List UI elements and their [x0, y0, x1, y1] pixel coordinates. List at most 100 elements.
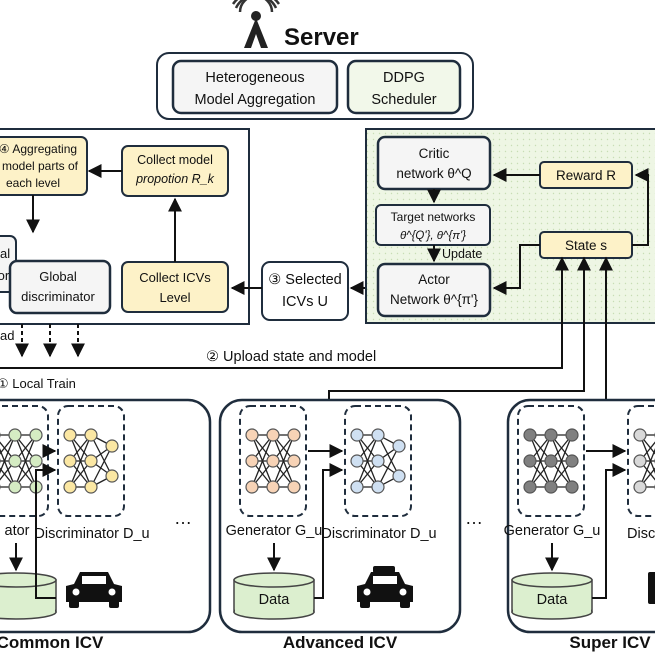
- generator-label: Generator G_u: [226, 523, 323, 539]
- network-node: [105, 439, 119, 453]
- network-node: [8, 480, 22, 494]
- discriminator-label: Discr: [627, 526, 655, 542]
- network-node: [245, 428, 259, 442]
- model-aggregation-line2: Model Aggregation: [195, 92, 316, 108]
- state-label: State s: [565, 238, 607, 253]
- taxi-icon: [357, 566, 413, 608]
- upload-connections: ② Upload state and model ① Local Train: [0, 256, 613, 404]
- aggregation-panel: ④ Aggregating model parts of each level …: [0, 128, 250, 358]
- discriminator-network: [344, 405, 412, 517]
- network-node: [371, 480, 385, 494]
- collect-proportion-line2: propotion R_k: [135, 172, 215, 186]
- network-node: [633, 428, 647, 442]
- update-label: Update: [442, 247, 482, 261]
- upload-line-common: [0, 256, 569, 369]
- icv-card-3: Generator G_uDiscrDataSuper ICV: [504, 398, 655, 652]
- network-node: [84, 428, 98, 442]
- actor-line1: Actor: [418, 272, 450, 287]
- discriminator-network: [627, 405, 655, 517]
- global-discriminator-line2: discriminator: [21, 289, 95, 304]
- network-node: [565, 454, 579, 468]
- generator-label: ator: [5, 523, 30, 539]
- network-node: [350, 480, 364, 494]
- network-node: [565, 480, 579, 494]
- generator-network: [517, 405, 585, 517]
- ellipsis-2: …: [465, 508, 483, 528]
- global-discriminator-line1: Global: [39, 269, 77, 284]
- network-node: [392, 469, 406, 483]
- network-node: [287, 428, 301, 442]
- discriminator-label: Discriminator D_u: [34, 526, 149, 542]
- arrow-data-to-disc: [35, 463, 57, 599]
- network-node: [29, 454, 43, 468]
- upload-label: ② Upload state and model: [206, 349, 376, 365]
- network-node: [8, 428, 22, 442]
- selected-icvs-box: [261, 261, 349, 321]
- actor-line2: Network θ^{π'}: [390, 292, 479, 307]
- model-aggregation-box: [171, 59, 339, 115]
- global-discriminator-box: [8, 259, 112, 315]
- upload-line-advanced: [328, 256, 591, 404]
- network-node: [63, 428, 77, 442]
- network-node: [84, 480, 98, 494]
- icv-label: Advanced ICV: [283, 633, 398, 652]
- network-node: [63, 480, 77, 494]
- generator-network: [239, 405, 307, 517]
- collect-icvs-line2: Level: [159, 290, 190, 305]
- car-icon: [66, 572, 122, 608]
- collect-icvs-line1: Collect ICVs: [139, 270, 211, 285]
- discriminator-label: Discriminator D_u: [321, 526, 436, 542]
- network-node: [105, 469, 119, 483]
- selected-line1: ③ Selected: [268, 272, 341, 288]
- network-node: [245, 480, 259, 494]
- selected-icvs: ③ Selected ICVs U: [230, 261, 378, 321]
- selected-line2: ICVs U: [282, 294, 328, 310]
- ddpg-line1: DDPG: [383, 70, 425, 86]
- target-line2: θ^{Q'}, θ^{π'}: [400, 230, 466, 242]
- aggregating-line2: model parts of: [2, 159, 79, 173]
- network-node: [392, 439, 406, 453]
- generator-network: [0, 405, 49, 517]
- network-node: [523, 428, 537, 442]
- network-node: [544, 480, 558, 494]
- global-generator-line2: tor: [0, 268, 10, 283]
- server-title: Server: [284, 24, 359, 51]
- arrow-state-to-reward: [632, 168, 649, 246]
- network-node: [350, 454, 364, 468]
- network-node: [523, 454, 537, 468]
- network-node: [245, 454, 259, 468]
- critic-line2: network θ^Q: [396, 166, 471, 181]
- actor-box: [376, 262, 492, 318]
- discriminator-network: [57, 405, 125, 517]
- network-node: [84, 454, 98, 468]
- critic-line1: Critic: [419, 146, 450, 161]
- target-line1: Target networks: [391, 210, 476, 224]
- network-node: [544, 428, 558, 442]
- server-section: Server Heterogeneous Model Aggregation D…: [156, 0, 474, 120]
- network-node: [544, 454, 558, 468]
- data-cylinder: Data: [233, 572, 315, 620]
- reward-label: Reward R: [556, 168, 616, 183]
- data-label: Data: [537, 592, 569, 608]
- arrow-data-to-disc: [314, 463, 344, 599]
- network-node: [565, 428, 579, 442]
- network-node: [371, 428, 385, 442]
- network-node: [8, 454, 22, 468]
- network-node: [63, 454, 77, 468]
- network-node: [287, 454, 301, 468]
- generator-label: Generator G_u: [504, 523, 601, 539]
- ellipsis-1: …: [174, 508, 192, 528]
- local-train-label: ① Local Train: [0, 376, 76, 391]
- arrow-state-to-actor: [492, 244, 540, 295]
- download-label: ad: [0, 328, 14, 343]
- network-node: [287, 480, 301, 494]
- ddpg-line2: Scheduler: [371, 92, 436, 108]
- icv-card-frame: [0, 398, 212, 634]
- arrow-data-to-disc: [592, 463, 627, 599]
- ddpg-panel: Critic network θ^Q Target networks θ^{Q'…: [365, 128, 655, 324]
- ddpg-scheduler-box: [346, 59, 462, 115]
- global-generator-line1: al: [0, 246, 10, 261]
